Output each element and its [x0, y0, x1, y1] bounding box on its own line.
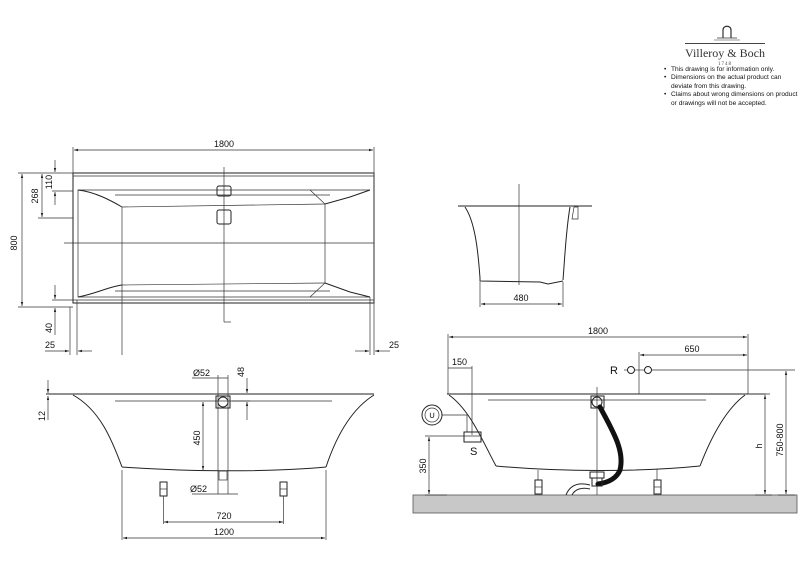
dim-48: 48	[236, 367, 246, 377]
dim-1200: 1200	[214, 527, 234, 537]
dim-overflow-diameter: Ø52	[193, 368, 210, 378]
floor	[412, 494, 798, 514]
supply-connector-icon	[463, 431, 482, 443]
dim-install-length: 1800	[588, 326, 608, 336]
top-view: 1800 800 268 110 40 25 25	[9, 139, 399, 355]
drain-hose	[595, 404, 624, 487]
dim-450: 450	[192, 430, 202, 445]
disclaimer-list: This drawing is for information only. Di…	[664, 66, 800, 108]
valve-icon	[644, 366, 652, 374]
dim-750-800: 750-800	[775, 423, 785, 456]
dim-length: 1800	[214, 139, 234, 149]
dim-650: 650	[684, 344, 699, 354]
brand-year: 1748	[718, 62, 732, 67]
valve-label-r: R	[610, 365, 618, 377]
dim-40: 40	[44, 323, 54, 333]
installation-view: 1800 150 650 R ∪ S 350	[412, 326, 798, 514]
brand-name: Villeroy & Boch	[685, 43, 765, 61]
faucet-arch-icon	[714, 25, 740, 41]
foot-left-icon	[159, 481, 168, 524]
valve-icon	[627, 366, 635, 374]
disclaimer-item: Dimensions on the actual product can dev…	[664, 74, 800, 91]
dim-25-left: 25	[45, 340, 55, 350]
svg-text:∪: ∪	[429, 410, 436, 420]
dim-110: 110	[44, 175, 54, 189]
end-view: 480	[458, 184, 592, 307]
foot-right-icon	[653, 469, 662, 495]
dim-350: 350	[418, 458, 428, 473]
dim-25-right: 25	[389, 340, 399, 350]
supply-label-s: S	[470, 446, 477, 458]
dim-width: 800	[9, 235, 19, 250]
foot-left-icon	[534, 470, 543, 495]
front-view: Ø52 48 450 Ø52 12 720	[37, 367, 375, 540]
drain-icon	[216, 209, 232, 225]
disclaimer-item: Claims about wrong dimensions on product…	[664, 91, 800, 108]
dim-h: h	[754, 443, 764, 448]
foot-right-icon	[279, 481, 288, 524]
dim-12: 12	[37, 411, 47, 421]
dim-drain-diameter: Ø52	[190, 484, 207, 494]
dim-268: 268	[30, 188, 40, 203]
dim-720: 720	[216, 511, 231, 521]
brand-logo: Villeroy & Boch 1748	[655, 26, 795, 67]
overflow-icon	[217, 396, 229, 408]
overflow-icon	[216, 185, 232, 197]
disclaimer-item: This drawing is for information only.	[664, 66, 800, 75]
dim-480: 480	[513, 293, 528, 303]
dim-150: 150	[452, 357, 467, 367]
